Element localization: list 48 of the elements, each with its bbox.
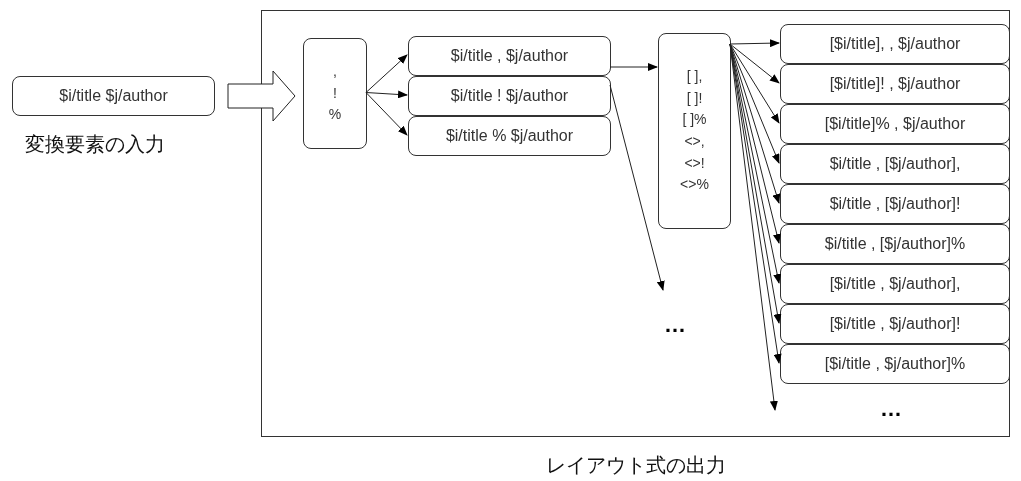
rounded-box xyxy=(780,304,1010,344)
node-text: , xyxy=(333,61,337,81)
rounded-box xyxy=(408,76,611,116)
arrow xyxy=(729,39,780,48)
node-text: <>! xyxy=(684,153,705,173)
node-text: [$i/title , $j/author]! xyxy=(829,314,961,334)
rounded-box xyxy=(408,36,611,76)
rounded-box xyxy=(780,144,1010,184)
rounded-box xyxy=(658,33,731,229)
node-text: $i/title , [$j/author], xyxy=(829,154,961,174)
node-text: $i/title % $j/author xyxy=(445,126,574,146)
node-text: [$i/title]! , $j/author xyxy=(829,74,961,94)
node-text: [$i/title]% , $j/author xyxy=(824,114,966,134)
node-text: [$i/title , $j/author], xyxy=(829,274,961,294)
rounded-box xyxy=(780,224,1010,264)
node-text: $i/title , $j/author xyxy=(450,46,569,66)
node-text: $i/title , [$j/author]! xyxy=(829,194,961,214)
node-text: $i/title , [$j/author]% xyxy=(824,234,966,254)
node-text: [$i/title], , $j/author xyxy=(829,34,961,54)
rounded-box xyxy=(780,24,1010,64)
ellipsis-text: … xyxy=(880,396,904,422)
node-text: [ ]! xyxy=(686,88,703,108)
node-text: [ ]% xyxy=(682,110,707,130)
rounded-box xyxy=(303,38,367,149)
rounded-box xyxy=(408,116,611,156)
block-arrow xyxy=(227,70,296,122)
rounded-box xyxy=(780,64,1010,104)
node-text: % xyxy=(328,105,342,125)
node-text: $i/title ! $j/author xyxy=(450,86,569,106)
arrow xyxy=(729,43,780,124)
arrow xyxy=(609,63,658,71)
arrow xyxy=(365,90,408,99)
rounded-box xyxy=(780,104,1010,144)
arrow xyxy=(365,92,408,136)
rounded-box xyxy=(780,344,1010,384)
node-text: [ ], xyxy=(686,66,703,86)
node-text: $i/title $j/author xyxy=(59,86,168,106)
ellipsis-text: … xyxy=(664,312,688,338)
node-text: <>% xyxy=(680,175,709,195)
arrow xyxy=(365,54,408,93)
rounded-box xyxy=(780,264,1010,304)
arrow xyxy=(729,43,780,84)
caption-text: レイアウト式の出力 xyxy=(544,453,727,478)
node-text: <>, xyxy=(684,132,705,151)
rounded-box xyxy=(780,184,1010,224)
node-text: ! xyxy=(333,83,337,103)
node-text: [$i/title , $j/author]% xyxy=(824,354,966,374)
caption-text: 変換要素の入力 xyxy=(25,132,165,157)
